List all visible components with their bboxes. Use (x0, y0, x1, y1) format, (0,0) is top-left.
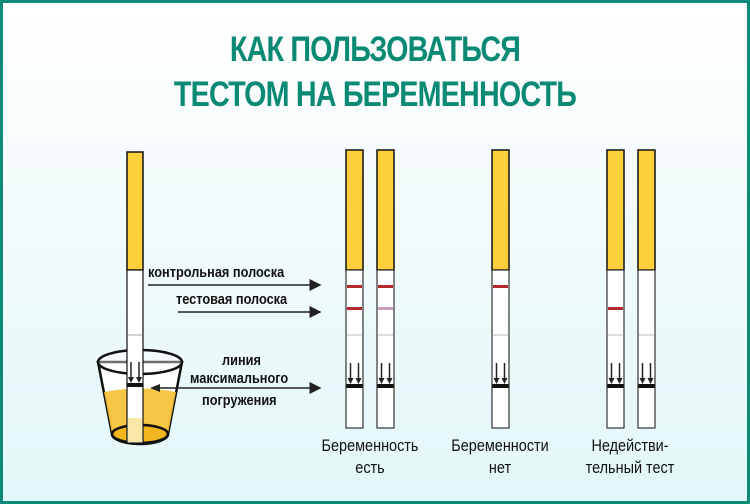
caption-negative: Беременности нет (441, 435, 560, 479)
caption-negative-line1: Беременности (451, 436, 549, 455)
strip-invalid-1 (606, 149, 625, 429)
caption-positive: Беременность есть (311, 435, 430, 479)
strip-negative (491, 149, 510, 429)
strip-positive-2 (376, 149, 395, 429)
label-max-line-2: максимального (190, 370, 289, 387)
caption-invalid: Недействи- тельный тест (571, 435, 690, 479)
caption-invalid-line2: тельный тест (585, 458, 675, 477)
title-line-1: КАК ПОЛЬЗОВАТЬСЯ (229, 30, 521, 69)
caption-invalid-line1: Недействи- (591, 436, 669, 455)
label-control-strip: контрольная полоска (148, 264, 285, 281)
caption-positive-line2: есть (355, 458, 385, 477)
title-line-2: ТЕСТОМ НА БЕРЕМЕННОСТЬ (173, 75, 577, 114)
strip-in-cup (126, 151, 144, 444)
strip-positive-1 (345, 149, 364, 429)
label-test-strip: тестовая полоска (176, 291, 288, 308)
strip-invalid-2 (637, 149, 656, 429)
label-max-line-1: линия (222, 352, 261, 369)
caption-negative-line2: нет (488, 458, 512, 477)
caption-positive-line1: Беременность (321, 436, 419, 455)
label-max-line-3: погружения (202, 392, 277, 409)
